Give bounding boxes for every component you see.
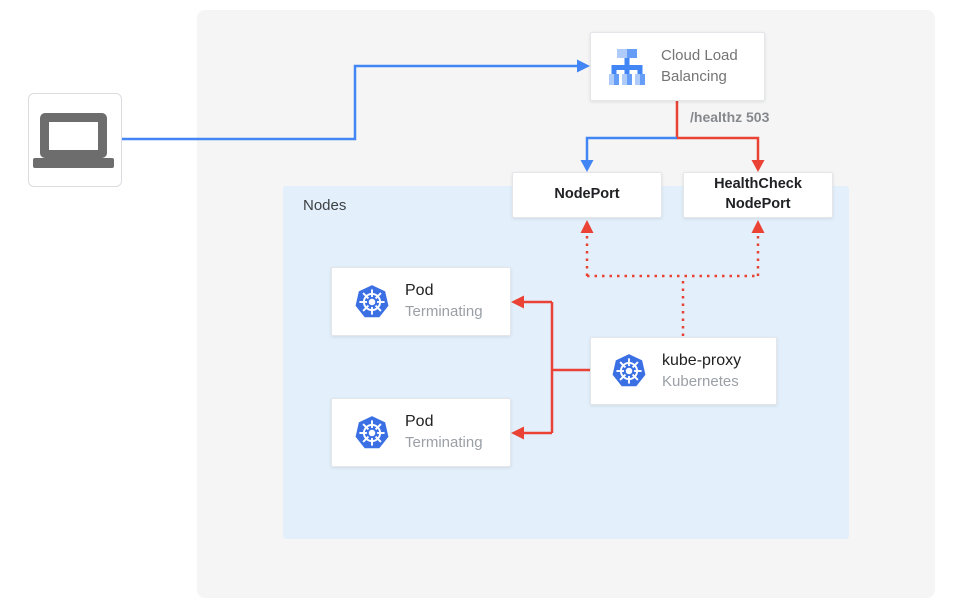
pod-terminating-box-top: Pod Terminating xyxy=(331,267,511,336)
healthcheck-nodeport-label: HealthCheck NodePort xyxy=(714,175,802,214)
client-device-box xyxy=(28,93,122,187)
kubernetes-icon xyxy=(611,353,647,389)
pod-top-title: Pod xyxy=(405,282,434,300)
cloud-load-balancing-icon xyxy=(605,48,649,86)
nodeport-label: NodePort xyxy=(554,186,620,203)
kube-proxy-title: kube-proxy xyxy=(662,351,742,369)
healthcheck-nodeport-line2: NodePort xyxy=(725,196,791,212)
pod-terminating-box-bottom: Pod Terminating xyxy=(331,398,511,467)
pod-bottom-title: Pod xyxy=(405,413,434,431)
kube-proxy-subtitle: Kubernetes xyxy=(662,372,739,390)
nodeport-box: NodePort xyxy=(512,172,662,218)
laptop-icon xyxy=(28,93,122,187)
pod-bottom-status: Terminating xyxy=(405,434,483,452)
cloud-load-balancing-label: Cloud Load Balancing xyxy=(661,47,738,85)
cloud-load-balancing-box: Cloud Load Balancing xyxy=(590,32,765,101)
nodes-label: Nodes xyxy=(303,197,347,214)
healthcheck-nodeport-box: HealthCheck NodePort xyxy=(683,172,833,218)
healthz-503-label: /healthz 503 xyxy=(690,109,770,125)
pod-top-status: Terminating xyxy=(405,303,483,321)
healthcheck-nodeport-line1: HealthCheck xyxy=(714,176,802,193)
kubernetes-icon xyxy=(354,284,390,320)
kubernetes-icon xyxy=(354,415,390,451)
kube-proxy-box: kube-proxy Kubernetes xyxy=(590,337,777,405)
